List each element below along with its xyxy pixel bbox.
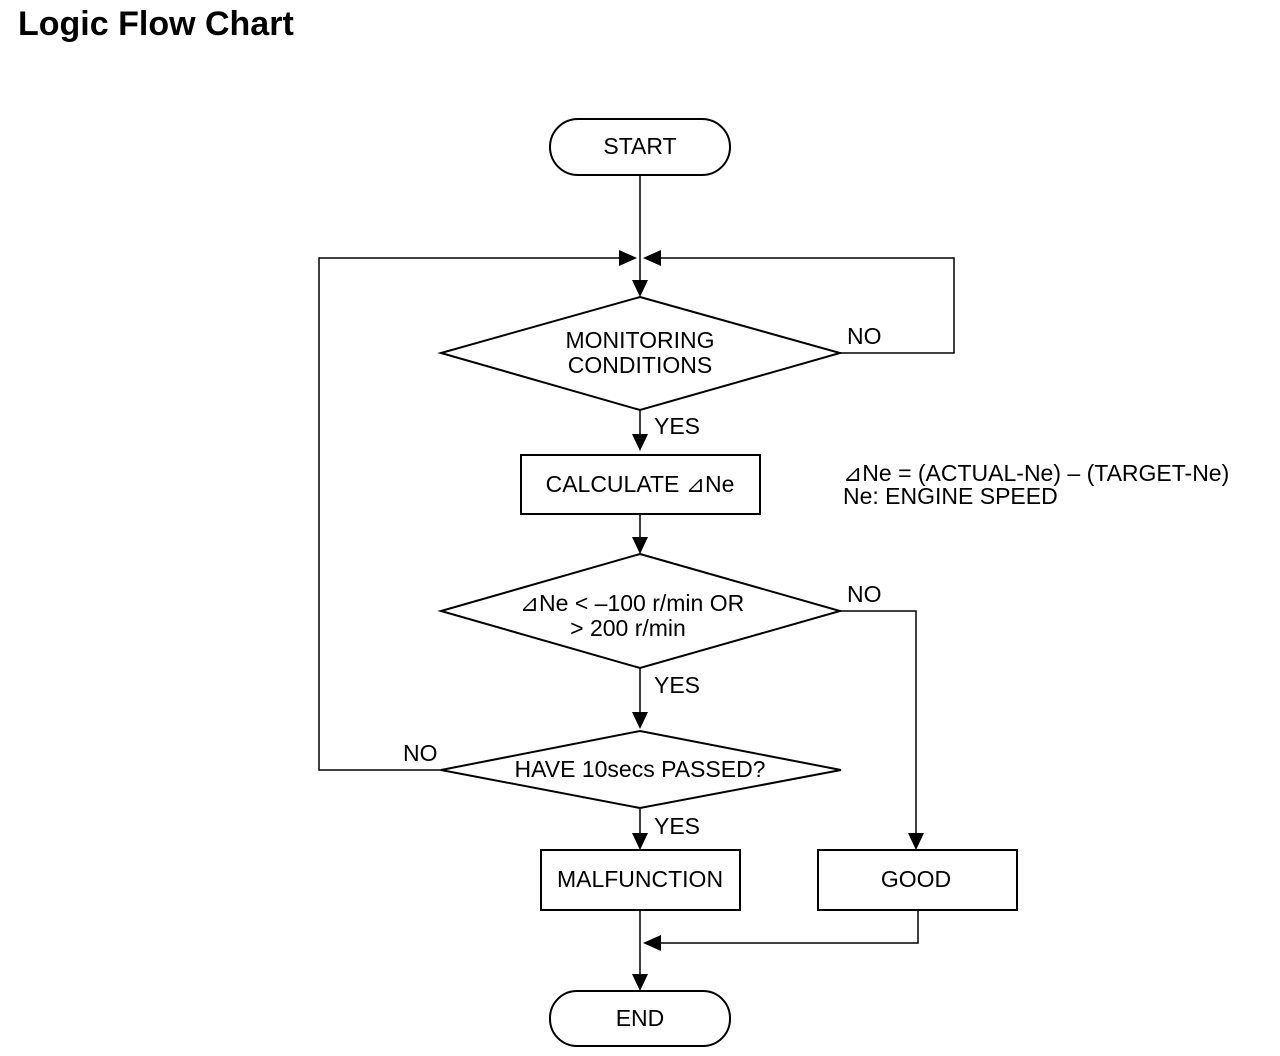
monitoring-yes-label: YES — [654, 413, 700, 439]
arrowhead-down — [632, 712, 648, 729]
start-node: START — [549, 118, 731, 176]
page-title: Logic Flow Chart — [18, 5, 294, 43]
monitoring-conditions-decision: MONITORING CONDITIONS — [437, 295, 844, 412]
note-line-1: ⊿Ne = (ACTUAL-Ne) – (TARGET-Ne) — [843, 460, 1229, 486]
monitoring-label-line-1: MONITORING — [565, 327, 714, 353]
threshold-label-line-2: > 200 r/min — [570, 615, 686, 641]
timer-no-label: NO — [403, 740, 438, 766]
arrowhead-down — [908, 833, 924, 850]
threshold-label-line-1: ⊿Ne < –100 r/min OR — [520, 590, 744, 616]
arrowhead-right — [619, 250, 637, 266]
timer-yes-label: YES — [654, 813, 700, 839]
good-process: GOOD — [817, 849, 1018, 911]
arrowhead-down — [632, 434, 648, 451]
threshold-no-label: NO — [847, 581, 882, 607]
monitoring-label-line-2: CONDITIONS — [568, 352, 712, 378]
monitoring-no-label: NO — [847, 323, 882, 349]
end-label: END — [616, 1005, 665, 1031]
end-node: END — [549, 990, 731, 1047]
arrowheads — [619, 250, 924, 991]
arrowhead-down — [632, 280, 648, 297]
arrowhead-left — [643, 935, 661, 951]
arrowhead-down — [632, 833, 648, 850]
note-line-2: Ne: ENGINE SPEED — [843, 483, 1058, 509]
connector-threshold-no-to-good — [840, 610, 917, 840]
calculate-process: CALCULATE ⊿Ne — [520, 454, 761, 515]
threshold-decision: ⊿Ne < –100 r/min OR > 200 r/min — [437, 552, 844, 670]
definition-note: ⊿Ne = (ACTUAL-Ne) – (TARGET-Ne) Ne: ENGI… — [843, 460, 1229, 509]
arrowhead-left — [643, 250, 661, 266]
arrowhead-down — [632, 537, 648, 554]
calculate-label: CALCULATE ⊿Ne — [546, 471, 735, 497]
good-label: GOOD — [881, 866, 951, 892]
start-label: START — [603, 133, 676, 159]
timer-decision: HAVE 10secs PASSED? — [440, 729, 842, 810]
timer-label: HAVE 10secs PASSED? — [515, 756, 766, 782]
connectors — [318, 176, 955, 982]
threshold-yes-label: YES — [654, 672, 700, 698]
arrowhead-down — [632, 974, 648, 991]
malfunction-process: MALFUNCTION — [540, 849, 741, 911]
loop-monitoring-no — [650, 257, 955, 354]
branch-labels: YES NO YES NO YES NO — [403, 323, 882, 839]
malfunction-label: MALFUNCTION — [557, 866, 723, 892]
connector-good-to-end — [652, 910, 919, 944]
loop-timer-no — [318, 257, 630, 771]
